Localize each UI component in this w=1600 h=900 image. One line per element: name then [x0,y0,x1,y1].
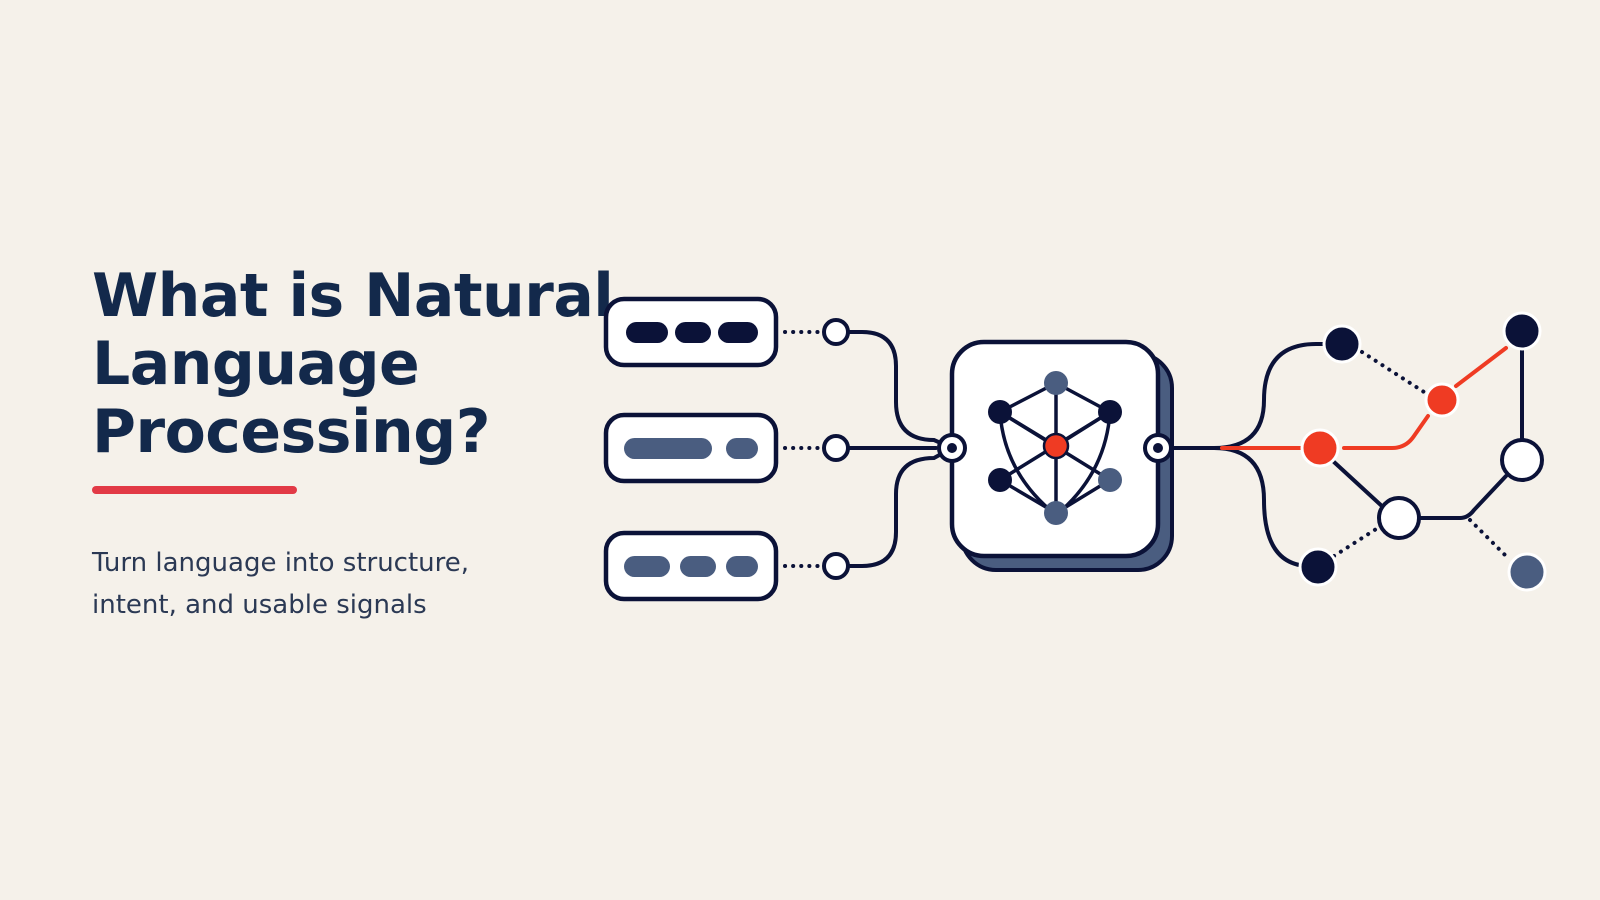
phrase-tokens-icon [624,438,758,459]
processor-output-port [1143,433,1173,463]
word-tokens-icon [626,322,758,343]
input-token-block-2 [603,412,779,484]
neural-network-icon [988,371,1122,525]
signal-graph-icon [1169,311,1547,592]
input-token-block-3 [603,530,779,602]
text-block: What is Natural Language Processing? Tur… [92,261,614,626]
page-title: What is Natural Language Processing? [92,261,614,467]
title-accent-rule [92,486,297,494]
title-line-1: What is Natural [92,261,614,331]
title-line-3: Processing? [92,397,491,467]
word-tokens-icon [624,556,758,577]
subtitle: Turn language into structure, intent, an… [92,542,612,626]
input-dotted-leaders [783,330,822,568]
input-connectors [847,330,954,568]
subtitle-line-2: intent, and usable signals [92,590,427,620]
processor-box [949,339,1174,572]
title-line-2: Language [92,329,420,399]
processor-input-port [937,433,967,463]
subtitle-line-1: Turn language into structure, [92,548,470,578]
input-endpoint-nodes [822,318,850,580]
input-token-block-1 [603,296,779,368]
